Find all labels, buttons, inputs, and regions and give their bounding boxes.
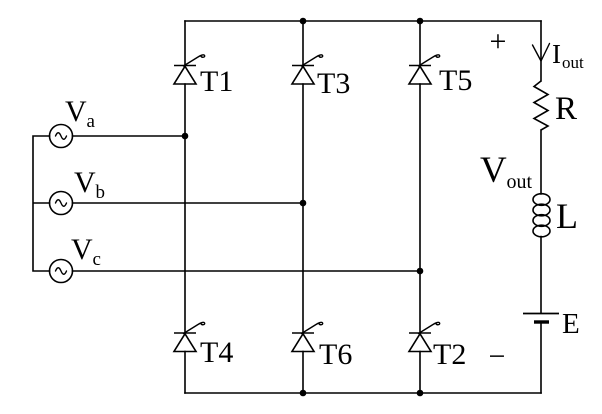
output-voltage-label: V: [480, 150, 507, 191]
thyristor-t4-label: T4: [200, 336, 233, 369]
thyristor-t2-label: T2: [433, 338, 466, 371]
battery-label: E: [562, 308, 580, 340]
inductor-label: L: [556, 196, 578, 236]
thyristor-t5-label: T5: [439, 64, 472, 97]
junction-dot: [416, 17, 424, 25]
inductor-icon: [532, 192, 551, 238]
battery-icon: [523, 312, 559, 324]
output-current-subscript: out: [562, 53, 584, 72]
junction-dot: [181, 132, 189, 140]
ac-source-vb-icon: [48, 190, 74, 216]
source-vc-subscript: c: [93, 249, 101, 270]
output-voltage-subscript: out: [507, 171, 533, 193]
source-vc-label: V: [71, 233, 93, 266]
ac-source-vc-icon: [48, 258, 74, 284]
junction-dot: [299, 389, 307, 397]
junction-dot: [416, 267, 424, 275]
junction-dot: [416, 389, 424, 397]
source-va-subscript: a: [87, 111, 96, 132]
minus-sign: −: [489, 340, 506, 373]
junction-dot: [299, 199, 307, 207]
junction-dots: [181, 17, 424, 397]
current-down-arrow-icon: [531, 42, 551, 62]
source-vb-label: V: [74, 166, 96, 199]
thyristor-t1-label: T1: [200, 65, 233, 98]
resistor-label: R: [555, 91, 577, 127]
plus-sign: +: [490, 25, 507, 58]
thyristor-t5-icon: [408, 54, 441, 85]
source-va-label: V: [65, 95, 87, 128]
source-vb-subscript: b: [96, 182, 106, 203]
resistor-icon: [532, 80, 550, 131]
neutral-rail-wire: [32, 135, 51, 272]
output-current-label: I: [552, 39, 561, 69]
junction-dot: [299, 17, 307, 25]
thyristor-t6-label: T6: [319, 338, 352, 371]
thyristor-t3-label: T3: [317, 67, 350, 100]
